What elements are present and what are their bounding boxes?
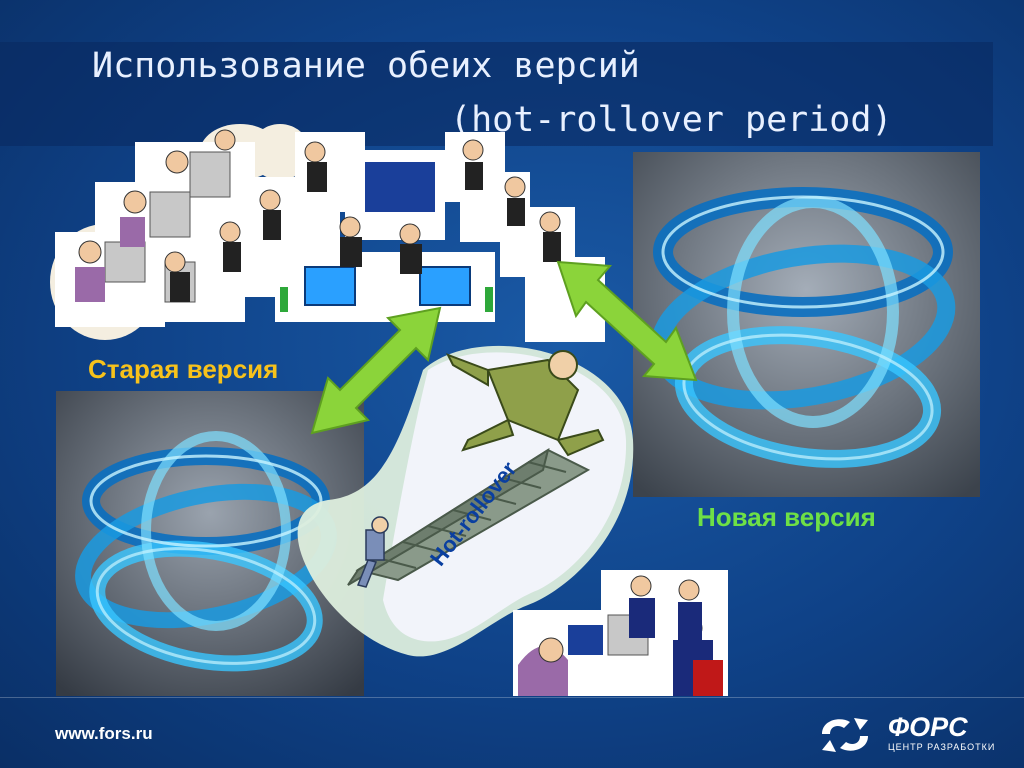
users-collage-icon — [50, 124, 605, 342]
new-version-label: Новая версия — [697, 502, 876, 532]
logo-subtitle: ЦЕНТР РАЗРАБОТКИ — [888, 742, 996, 752]
title-band — [0, 42, 993, 146]
double-arrow-icon — [556, 260, 698, 382]
old-version-label: Старая версия — [88, 354, 279, 384]
stairs-climber-icon — [297, 345, 634, 657]
slide-title-line2: (hot-rollover period) — [450, 100, 893, 140]
logo-name: ФОРС — [888, 712, 968, 742]
footer-divider — [0, 697, 1024, 698]
slide-title-line1: Использование обеих версий — [92, 46, 640, 86]
double-arrow-icon — [310, 306, 442, 435]
fors-logo: ФОРС ЦЕНТР РАЗРАБОТКИ — [814, 712, 994, 758]
team-icon — [513, 570, 728, 696]
fors-logo-icon — [822, 718, 868, 752]
footer-url[interactable]: www.fors.ru — [55, 724, 153, 743]
